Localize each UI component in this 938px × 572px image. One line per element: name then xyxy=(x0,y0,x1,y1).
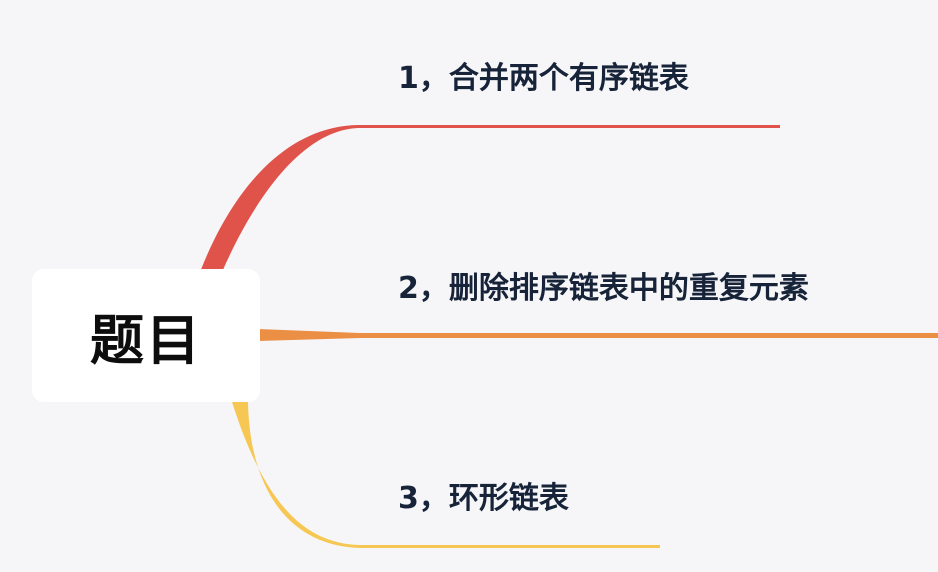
branch-label-3[interactable]: 3，环形链表 xyxy=(398,481,569,516)
branch-connector-3 xyxy=(232,402,660,548)
branch-label-2[interactable]: 2，删除排序链表中的重复元素 xyxy=(398,271,809,306)
branch-connector-2 xyxy=(258,329,938,341)
root-label: 题目 xyxy=(90,309,202,372)
branch-label-1[interactable]: 1，合并两个有序链表 xyxy=(398,61,689,96)
root-node[interactable]: 题目 xyxy=(32,269,260,402)
branch-connector-1 xyxy=(200,125,780,272)
